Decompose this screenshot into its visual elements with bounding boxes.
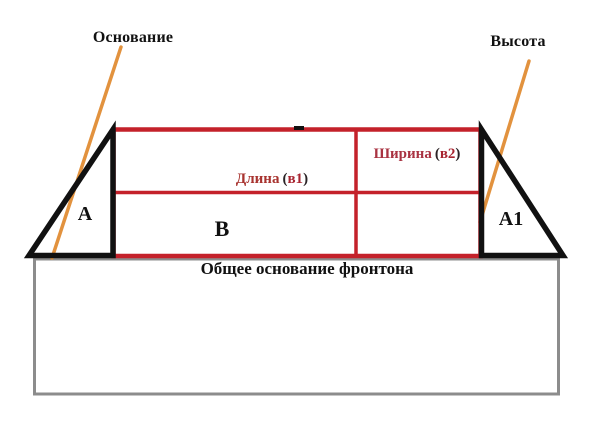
length-word: Длина: [235, 171, 280, 187]
width-paren-open: (: [434, 146, 440, 162]
length-value: в1: [287, 171, 304, 187]
left-gable-triangle: [23, 120, 116, 259]
width-value: в2: [439, 146, 456, 162]
height-callout-label: Высота: [490, 33, 546, 50]
length-measure-label: Длина(в1): [236, 171, 308, 188]
wall-rectangle: [33, 257, 560, 396]
center-rectangle-label: B: [214, 216, 230, 241]
apex-tick: [294, 126, 304, 130]
width-measure-label: Ширина(в2): [374, 146, 461, 163]
common-base-caption: Общее основание фронтона: [200, 259, 414, 278]
height-callout-line: [478, 59, 531, 224]
width-word: Ширина: [373, 146, 432, 162]
width-paren-close: ): [455, 146, 461, 162]
length-paren-close: ): [303, 171, 309, 187]
right-gable-triangle: [478, 120, 569, 259]
base-callout-label: Основание: [92, 29, 174, 46]
length-paren-open: (: [282, 171, 288, 187]
left-triangle-label: A: [77, 203, 93, 225]
right-triangle-label: A1: [498, 208, 524, 230]
base-callout-line: [50, 45, 123, 260]
